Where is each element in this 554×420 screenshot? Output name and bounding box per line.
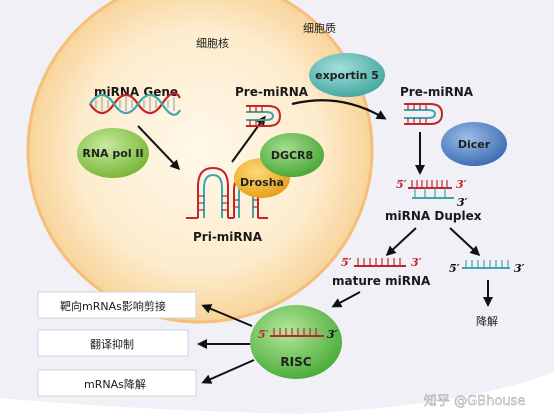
mirna-gene-label: miRNA Gene xyxy=(94,85,178,99)
passenger-3prime: 3′ xyxy=(514,262,525,275)
risc-complex xyxy=(250,305,342,379)
duplex-3prime-lower: 3′ xyxy=(457,196,468,209)
rna-pol-ii-protein xyxy=(77,128,149,178)
risc-3prime: 3′ xyxy=(327,328,338,341)
outcome-degradation-label: mRNAs降解 xyxy=(84,377,146,391)
pre-mirna-nuclear-label: Pre-miRNA xyxy=(235,85,309,99)
mirna-duplex-icon xyxy=(408,180,454,199)
drosha-label: Drosha xyxy=(240,176,284,189)
risc-label: RISC xyxy=(280,355,311,369)
pri-mirna-label: Pri-miRNA xyxy=(193,230,263,244)
duplex-5prime: 5′ xyxy=(396,178,407,191)
exportin-5-label: exportin 5 xyxy=(315,69,379,82)
arrow-risc-loading xyxy=(331,291,361,308)
dicer-protein xyxy=(441,122,507,166)
mature-3prime: 3′ xyxy=(411,256,422,269)
dna-helix-icon xyxy=(89,92,181,116)
mature-5prime: 5′ xyxy=(341,256,352,269)
pre-mirna-cyto-hairpin-icon xyxy=(404,103,444,125)
exportin-5-protein xyxy=(309,53,385,97)
dgcr8-protein xyxy=(260,133,324,177)
mature-mirna-label: mature miRNA xyxy=(332,274,431,288)
arrow-outcome-cleavage xyxy=(201,304,253,327)
passenger-5prime: 5′ xyxy=(449,262,460,275)
risc-mirna-strand-icon xyxy=(270,328,324,337)
watermark: 知乎 @GBhouse xyxy=(424,393,525,409)
pre-mirna-nuclear-hairpin-icon xyxy=(246,105,282,127)
arrow-outcome-degradation xyxy=(201,359,255,384)
outcome-cleavage-label: 靶向mRNAs影响剪接 xyxy=(60,299,166,313)
outcome-repression-label: 翻译抑制 xyxy=(90,337,134,351)
risc-5prime: 5′ xyxy=(258,328,269,341)
arrow-nuclear-export xyxy=(291,99,387,120)
outcome-box-repression xyxy=(37,329,189,357)
nucleus xyxy=(26,0,374,324)
nucleus-label: 细胞核 xyxy=(196,36,229,50)
cytoplasm-label: 细胞质 xyxy=(303,22,336,35)
duplex-3prime: 3′ xyxy=(456,178,467,191)
rna-pol-ii-label: RNA pol II xyxy=(82,147,143,160)
arrow-transcription xyxy=(137,125,181,171)
dgcr8-label: DGCR8 xyxy=(271,149,313,162)
passenger-degradation-label: 降解 xyxy=(476,314,498,328)
pre-mirna-cyto-label: Pre-miRNA xyxy=(400,85,474,99)
mirna-duplex-label: miRNA Duplex xyxy=(385,209,482,223)
arrow-to-mature xyxy=(385,227,417,257)
passenger-strand-icon xyxy=(462,260,510,269)
dicer-label: Dicer xyxy=(458,138,491,151)
arrow-to-passenger xyxy=(449,227,481,257)
outcome-box-degradation xyxy=(37,369,197,397)
outcome-box-cleavage xyxy=(37,291,197,319)
mature-mirna-strand-icon xyxy=(354,258,406,267)
